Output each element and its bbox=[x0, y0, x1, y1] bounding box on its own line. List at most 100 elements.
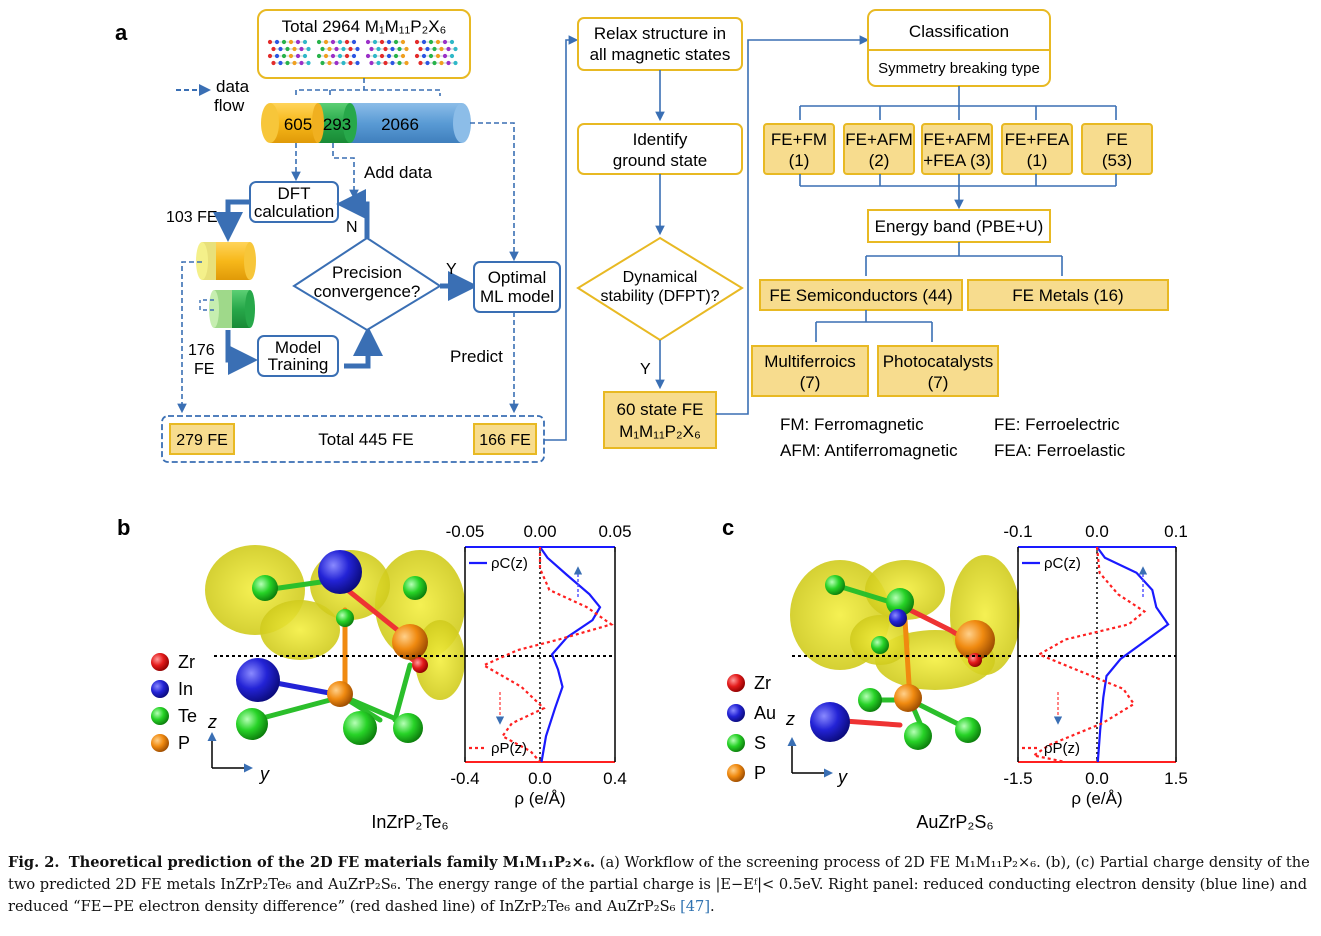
atom-p bbox=[392, 624, 428, 660]
caption-end: . bbox=[710, 898, 715, 915]
lattice-atom bbox=[316, 53, 322, 59]
lattice-atom bbox=[390, 46, 395, 52]
lattice-atom bbox=[341, 46, 346, 52]
x-axis-label: ρ (e/Å) bbox=[514, 789, 565, 808]
lattice-atom bbox=[379, 39, 385, 45]
lattice-atom bbox=[435, 53, 441, 59]
category-box bbox=[921, 123, 993, 175]
lattice-atom bbox=[337, 53, 343, 59]
bottom-tick-label: -1.5 bbox=[1003, 769, 1032, 788]
lattice-atom bbox=[386, 39, 392, 45]
lattice-atom bbox=[334, 60, 339, 66]
lattice-atom bbox=[267, 39, 273, 45]
category-count: (1) bbox=[789, 151, 810, 170]
lattice-atom bbox=[449, 53, 455, 59]
fe-metals-box bbox=[967, 279, 1169, 311]
total-445-container bbox=[161, 415, 545, 463]
total-445-label: Total 445 FE bbox=[318, 430, 413, 449]
lattice-atom bbox=[299, 60, 304, 66]
lattice-atom bbox=[393, 39, 399, 45]
atom-p bbox=[327, 681, 353, 707]
legend-label: P bbox=[178, 733, 190, 753]
lattice-atom bbox=[281, 53, 287, 59]
lattice-atom bbox=[418, 60, 423, 66]
tree-semi bbox=[815, 310, 933, 342]
legend-label: S bbox=[754, 733, 766, 753]
photocatalysts-2: (7) bbox=[928, 373, 949, 392]
lattice-atom bbox=[425, 46, 430, 52]
flow-293-to-dft bbox=[332, 143, 359, 200]
lattice-atom bbox=[302, 39, 308, 45]
rho-p-curve bbox=[481, 547, 614, 763]
lattice-atom bbox=[302, 53, 308, 59]
fe-176-number: 176 bbox=[188, 342, 215, 359]
lattice-atom bbox=[295, 53, 301, 59]
classification-label: Classification bbox=[909, 22, 1009, 41]
legend-atom-te bbox=[151, 707, 169, 725]
panel-c-label: c bbox=[722, 515, 734, 540]
lattice-atom bbox=[278, 60, 283, 66]
atom-p bbox=[894, 684, 922, 712]
lattice-atom bbox=[295, 39, 301, 45]
fe-semiconductors-label: FE Semiconductors (44) bbox=[769, 286, 952, 305]
lattice-atom bbox=[425, 60, 430, 66]
bottom-tick-label: 1.5 bbox=[1164, 769, 1188, 788]
structure-b bbox=[205, 545, 465, 760]
dataset-cylinder: 605 293 2066 bbox=[261, 103, 471, 143]
legend-rho-p: ρP(z) bbox=[491, 740, 527, 757]
lattice-atom bbox=[323, 53, 329, 59]
caption-fig-label: Fig. 2. bbox=[8, 854, 60, 871]
legend-atom-in bbox=[151, 680, 169, 698]
legend-label: P bbox=[754, 763, 766, 783]
lattice-atom bbox=[365, 39, 371, 45]
figure-2: a Total 2964 M₁M₁₁P₂X₆ data flow 605 293… bbox=[115, 9, 1188, 832]
fe-176-cylinder bbox=[209, 290, 255, 328]
lattice-atom bbox=[428, 53, 434, 59]
legend-atom-s bbox=[727, 734, 745, 752]
category-count: (2) bbox=[869, 151, 890, 170]
add-data-label: Add data bbox=[364, 163, 433, 182]
legend-atom-zr bbox=[727, 674, 745, 692]
lattice-atom bbox=[453, 60, 458, 66]
fe-279-label: 279 FE bbox=[176, 432, 228, 449]
lattice-atom bbox=[327, 46, 332, 52]
identify-1: Identify bbox=[633, 130, 688, 149]
dyn-2: stability (DFPT)? bbox=[600, 288, 719, 305]
legend-afm: AFM: Antiferromagnetic bbox=[780, 441, 958, 460]
lattice-atom bbox=[372, 53, 378, 59]
compound-b: InZrP₂Te₆ bbox=[371, 812, 448, 832]
category-box bbox=[1001, 123, 1073, 175]
lattice-atom bbox=[355, 46, 360, 52]
flow-cylinder2-to-279 bbox=[199, 299, 214, 311]
dft-label-2: calculation bbox=[254, 202, 334, 221]
photocatalysts-1: Photocatalysts bbox=[883, 352, 994, 371]
category-box bbox=[763, 123, 835, 175]
axis-y-c: y bbox=[836, 767, 848, 787]
model-training-1: Model bbox=[275, 338, 321, 357]
lattice-atom bbox=[348, 60, 353, 66]
lattice-atom bbox=[397, 46, 402, 52]
bottom-tick-label: 0.0 bbox=[528, 769, 552, 788]
optimal-ml-box bbox=[473, 261, 561, 313]
precision-diamond bbox=[292, 236, 442, 332]
lattice-atom bbox=[267, 53, 273, 59]
atom-s bbox=[825, 575, 845, 595]
model-training-box bbox=[257, 335, 339, 377]
flow-cylinder-to-279 bbox=[177, 261, 202, 414]
rho-c-curve bbox=[1096, 546, 1170, 763]
lattice-atom bbox=[414, 39, 420, 45]
bond bbox=[392, 662, 413, 723]
top-tick-label: -0.1 bbox=[1003, 522, 1032, 541]
arrow-precision-n bbox=[336, 189, 370, 238]
caption-reference[interactable]: [47] bbox=[680, 898, 711, 915]
category-label: FE+FEA bbox=[1005, 130, 1070, 149]
category-count: (1) bbox=[1027, 151, 1048, 170]
relax-2: all magnetic states bbox=[590, 45, 731, 64]
identify-2: ground state bbox=[613, 151, 708, 170]
axis-z-c: z bbox=[785, 709, 795, 729]
lattice-atom bbox=[271, 46, 276, 52]
category-count: (53) bbox=[1102, 151, 1132, 170]
